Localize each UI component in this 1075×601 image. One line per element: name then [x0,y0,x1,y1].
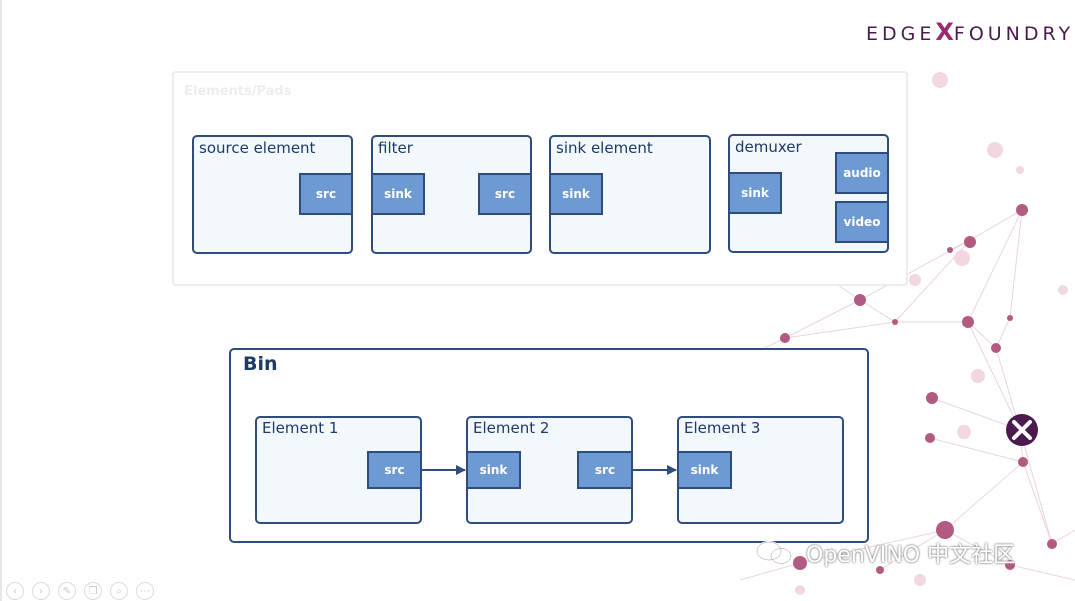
demuxer-sink-pad: sink [728,172,782,214]
filter-src-pad: src [478,173,532,215]
logo-text-x: X [935,18,954,46]
next-icon[interactable]: › [32,582,50,600]
logo-text-edge: EDGE [866,23,936,45]
bin-element-1-src-pad: src [367,451,422,489]
sink-element-sink-pad: sink [549,173,603,215]
x-logo-icon [1006,414,1038,446]
elements-pads-title: Elements/Pads [184,84,292,99]
demuxer-audio-pad: audio [835,152,889,194]
network-background [740,72,1075,595]
more-icon[interactable]: ⋯ [136,582,154,600]
demuxer-element-label: demuxer [735,138,802,156]
sink-element-label: sink element [556,139,653,157]
zoom-icon[interactable]: ⌕ [110,582,128,600]
pen-icon[interactable]: ✎ [58,582,76,600]
filter-element-label: filter [378,139,413,157]
source-element-label: source element [199,139,316,157]
bin-element-2-sink-pad: sink [466,451,521,489]
wechat-icon [756,541,792,565]
bin-element-1-label: Element 1 [262,419,339,437]
left-edge-line [0,0,2,601]
bin-title: Bin [243,353,278,375]
bin-element-3-label: Element 3 [684,419,761,437]
demuxer-video-pad: video [835,201,889,243]
prev-icon[interactable]: ‹ [6,582,24,600]
filter-sink-pad: sink [371,173,425,215]
bin-element-2-label: Element 2 [473,419,550,437]
bin-element-2-src-pad: src [577,451,633,489]
edgex-foundry-logo: EDGEXFOUNDRY™ [866,18,1075,46]
copy-icon[interactable]: ❐ [84,582,102,600]
logo-text-foundry: FOUNDRY [953,23,1075,45]
source-src-pad: src [299,173,353,215]
bin-element-3-sink-pad: sink [677,451,732,489]
openvino-watermark: OpenVINO 中文社区 [806,543,1016,568]
